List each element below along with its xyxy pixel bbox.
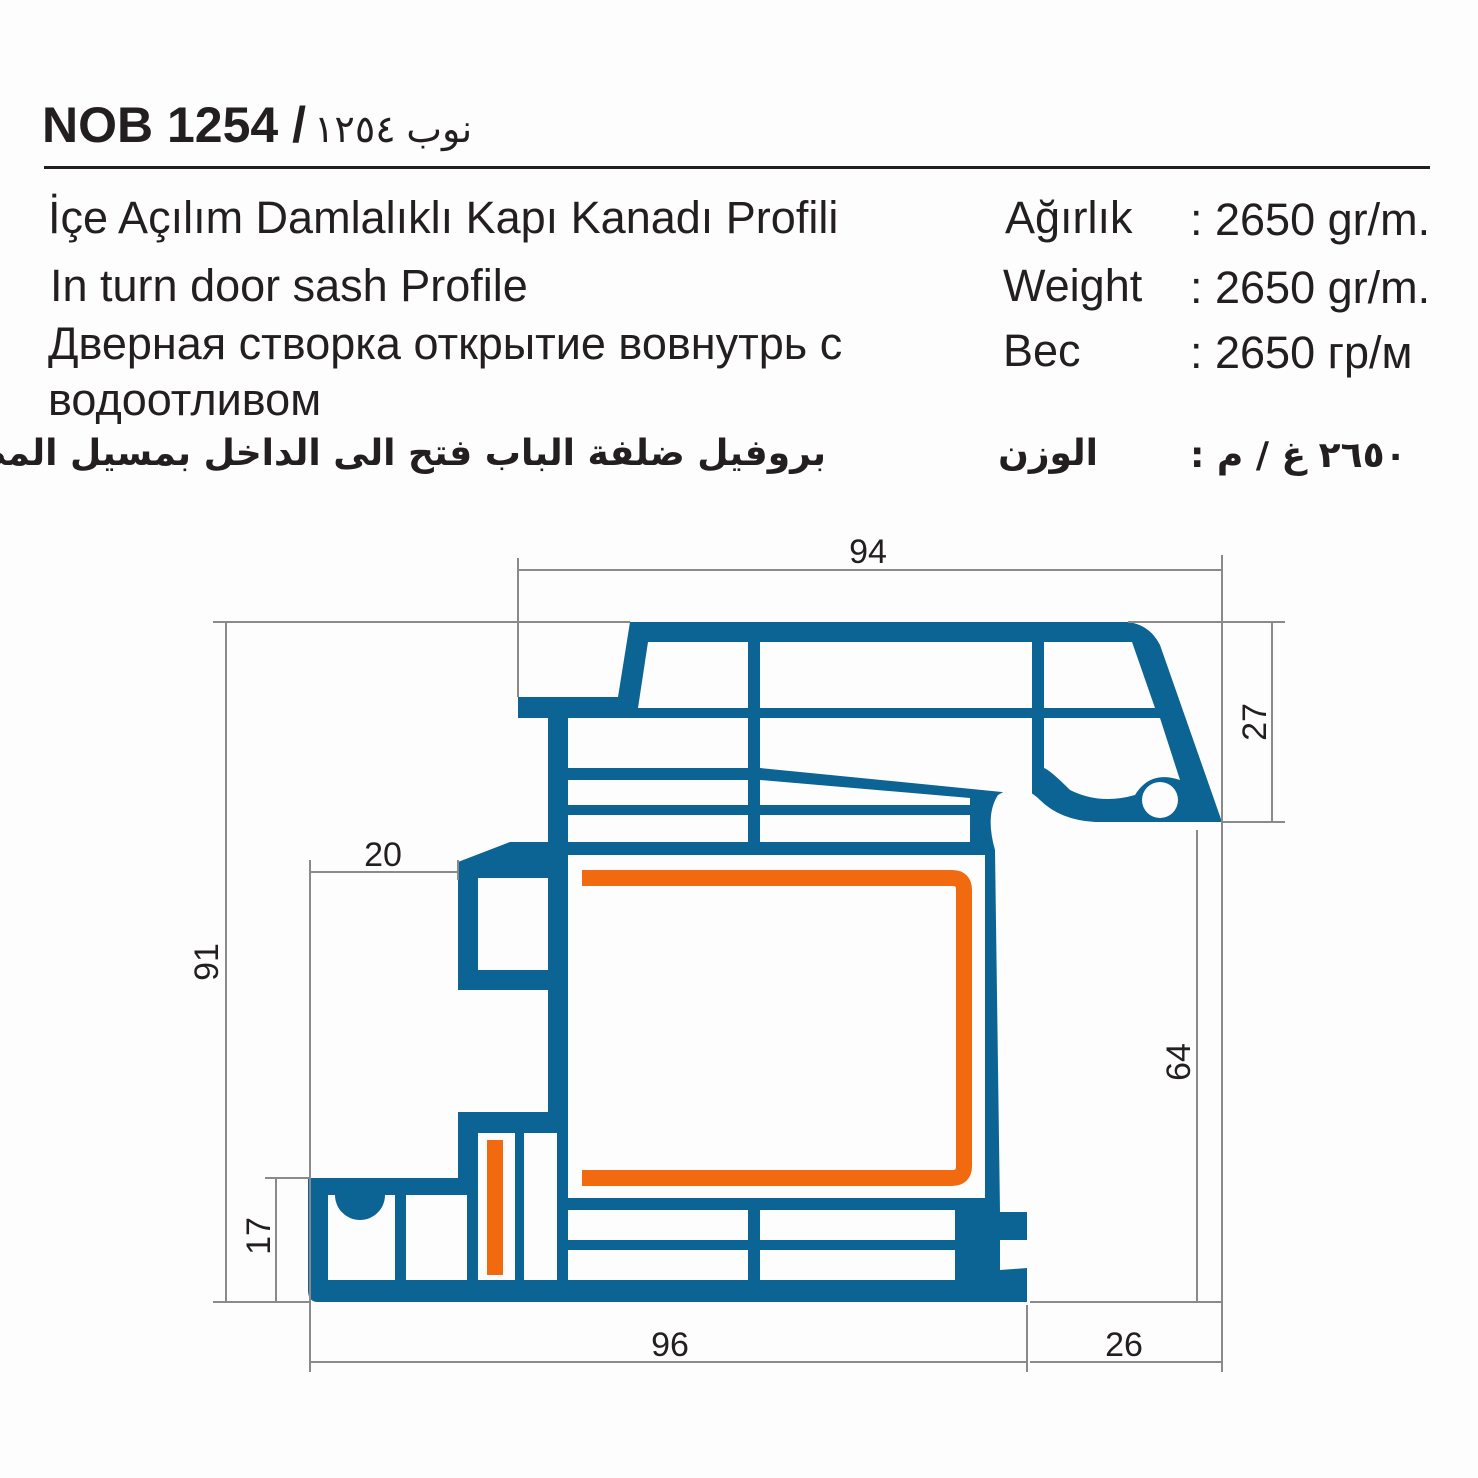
weight-label-ru: Вес [1003, 325, 1081, 376]
description-en: In turn door sash Profile [50, 260, 528, 311]
dimension-lines [213, 555, 1285, 1372]
weight-value-tr: : 2650 gr/m. [1190, 194, 1431, 245]
weight-label-tr: Ağırlık [1005, 192, 1133, 243]
dim-bottom-step: 17 [240, 1217, 278, 1255]
weight-label-en: Weight [1003, 260, 1143, 311]
dim-lower-height: 64 [1160, 1043, 1198, 1081]
weight-label-ar: الوزن [998, 433, 1098, 474]
weight-value-en: : 2650 gr/m. [1190, 262, 1431, 313]
dim-top-height: 27 [1236, 703, 1274, 741]
reinforcement-strip [487, 1140, 503, 1275]
dim-top-width: 94 [849, 533, 887, 571]
reinforcement-steel [582, 870, 972, 1186]
description-ru-1: Дверная створка открытие вовнутрь с [48, 318, 843, 369]
dim-left-step: 20 [364, 836, 402, 874]
title-divider [44, 166, 1430, 169]
dim-total-height: 91 [188, 943, 226, 981]
description-tr: İçe Açılım Damlalıklı Kapı Kanadı Profil… [48, 192, 839, 243]
dim-overhang: 26 [1105, 1326, 1143, 1364]
dim-bottom-width: 96 [651, 1326, 689, 1364]
profile-code-arabic: نوب ١٢٥٤ [314, 109, 473, 151]
profile-code: NOB 1254 / [42, 97, 307, 153]
weight-value-ru: : 2650 гр/м [1190, 327, 1413, 378]
weight-value-ar: ٢٦٥٠ غ / م : [1190, 435, 1407, 476]
description-ru-2: водоотливом [48, 374, 322, 425]
profile-section [308, 622, 1222, 1302]
description-ar: بروفيل ضلفة الباب فتح الى الداخل بمسيل ا… [0, 433, 826, 474]
profile-title: NOB 1254 /نوب ١٢٥٤ [42, 96, 472, 154]
